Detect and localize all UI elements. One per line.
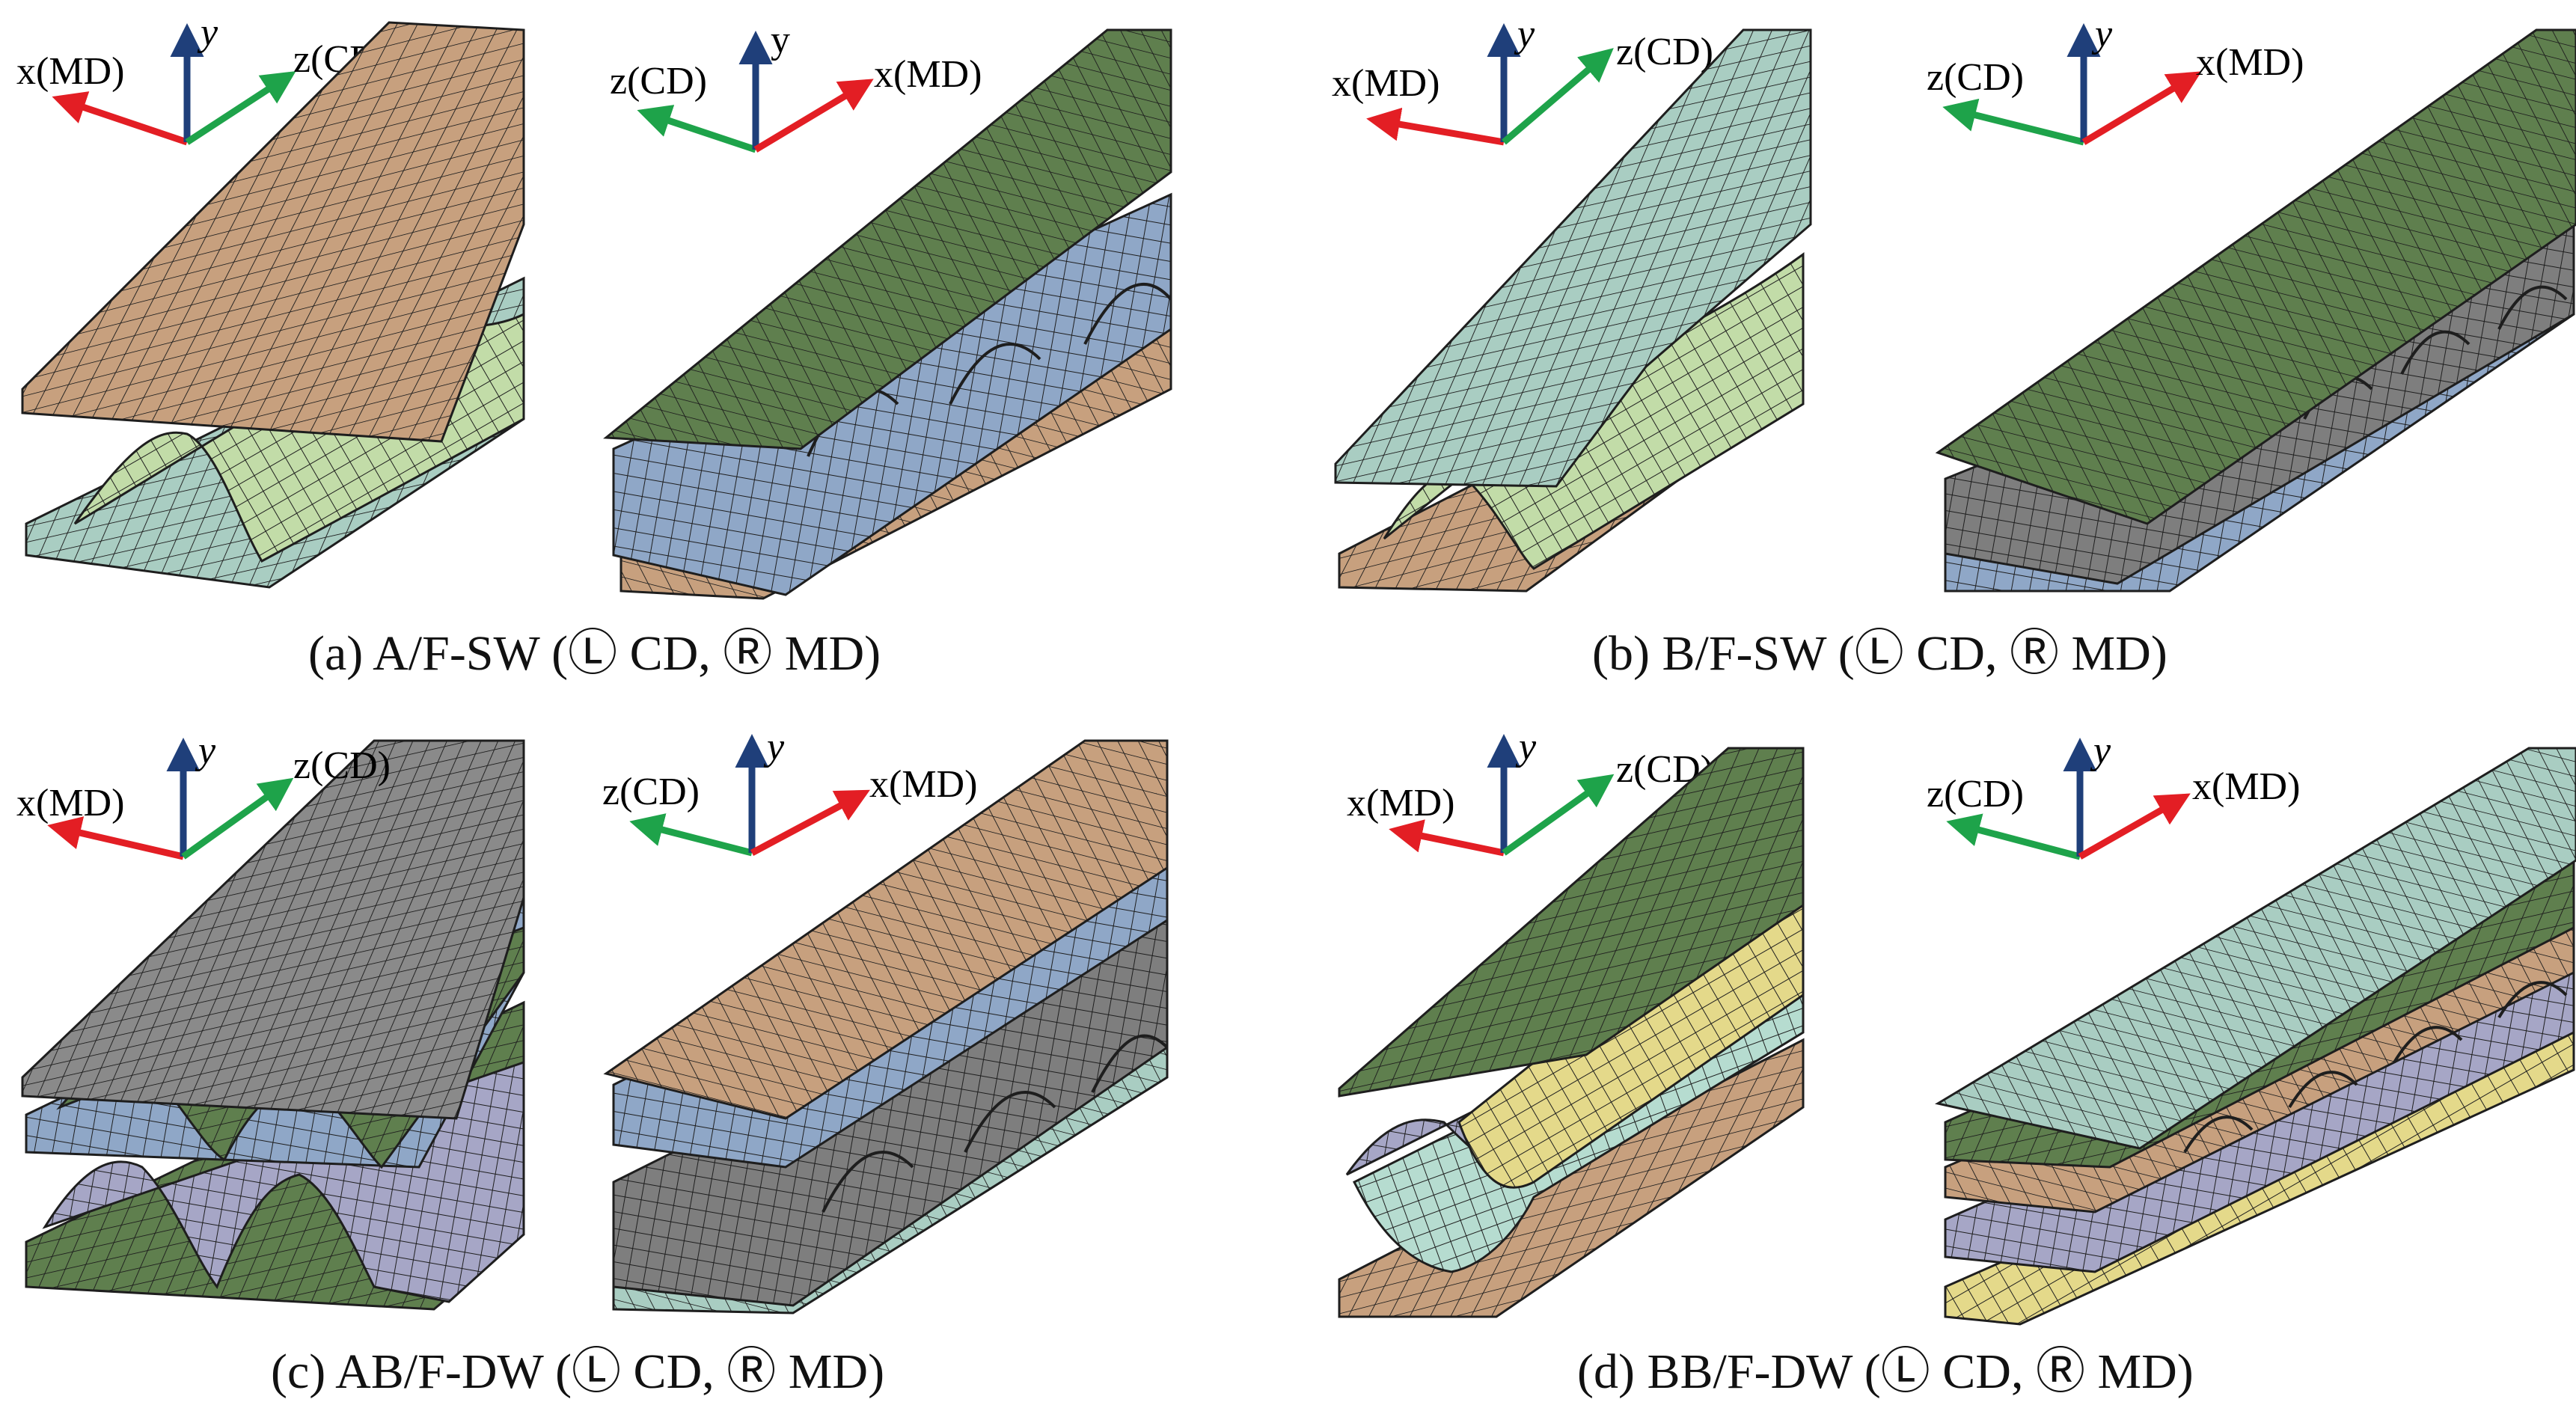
x-axis-label: x(MD) <box>1347 782 1454 824</box>
fe-model-a-cd <box>21 21 525 589</box>
y-axis-label: y <box>195 729 216 772</box>
axis-triad-d-left: x(MD) y z(CD) <box>1347 726 1713 857</box>
x-axis-arrow <box>52 91 189 146</box>
caption-d: (d) BB/F-DW (Ⓛ CD, Ⓡ MD) <box>1577 1344 2194 1399</box>
x-axis-label: x(MD) <box>874 53 982 96</box>
y-axis-label: y <box>771 19 790 61</box>
x-axis-label: x(MD) <box>2192 765 2300 808</box>
x-axis-label: x(MD) <box>2196 41 2304 84</box>
y-axis-label: y <box>2090 729 2111 772</box>
z-axis-label: z(CD) <box>610 60 707 102</box>
caption-a: (a) A/F-SW (Ⓛ CD, Ⓡ MD) <box>308 626 881 681</box>
fe-model-c-md <box>603 739 1169 1314</box>
axis-triad-c-right: z(CD) y x(MD) <box>602 726 977 857</box>
fe-model-d-md <box>1935 747 2576 1326</box>
axis-triad-c-left: x(MD) y z(CD) <box>16 729 391 860</box>
z-axis-arrow <box>1946 813 2081 860</box>
x-axis-arrow <box>2081 71 2202 145</box>
x-axis-label: x(MD) <box>869 763 977 806</box>
y-axis-label: y <box>197 11 218 54</box>
z-axis-label: z(CD) <box>1616 31 1713 73</box>
y-axis-label: y <box>763 726 785 768</box>
z-axis-arrow <box>185 71 296 145</box>
axis-triad-a-right: z(CD) y x(MD) <box>610 19 982 153</box>
x-axis-arrow <box>47 816 185 860</box>
axis-triad-b-left: x(MD) y z(CD) <box>1332 13 1713 146</box>
x-axis-label: x(MD) <box>1332 62 1440 105</box>
z-axis-arrow <box>1502 774 1615 856</box>
z-axis-label: z(CD) <box>1927 773 2024 815</box>
z-axis-label: z(CD) <box>1927 56 2024 99</box>
panel-d: x(MD) y z(CD) z(CD) y x(MD) (d) B <box>1338 726 2576 1399</box>
y-axis-label: y <box>1514 13 1535 55</box>
z-axis-arrow <box>637 105 757 153</box>
y-axis-label: y <box>1515 726 1537 768</box>
x-axis-label: x(MD) <box>16 782 124 824</box>
z-axis-arrow <box>181 777 294 860</box>
caption-b: (b) B/F-SW (Ⓛ CD, Ⓡ MD) <box>1592 626 2167 681</box>
fe-model-a-md <box>603 28 1172 600</box>
panel-c: x(MD) y z(CD) z(CD) y x(MD) (c) AB/F-DW … <box>16 726 1169 1399</box>
x-axis-label: x(MD) <box>16 50 124 93</box>
x-axis-arrow <box>753 79 874 153</box>
panel-a: x(MD) y z(CD) z(CD) y x(MD) (a) A/F-SW (… <box>16 11 1172 681</box>
axis-triad-d-right: z(CD) y x(MD) <box>1927 729 2300 860</box>
z-axis-arrow <box>1502 48 1614 145</box>
panel-b: x(MD) y z(CD) z(CD) y x(MD) (b) B/F-SW (… <box>1332 13 2576 681</box>
x-axis-arrow <box>1366 107 1505 146</box>
z-axis-label: z(CD) <box>293 744 391 787</box>
fe-model-c-cd <box>21 739 525 1311</box>
z-axis-arrow <box>629 813 753 857</box>
x-axis-arrow <box>1389 819 1505 857</box>
fe-model-d-cd <box>1338 747 1805 1318</box>
y-axis-label: y <box>2091 13 2113 55</box>
axis-triad-b-right: z(CD) y x(MD) <box>1927 13 2304 146</box>
z-axis-label: z(CD) <box>602 771 700 813</box>
fe-model-b-cd <box>1334 28 1812 593</box>
z-axis-arrow <box>1942 98 2085 146</box>
x-axis-arrow <box>2078 793 2191 860</box>
x-axis-arrow <box>750 789 870 856</box>
caption-c: (c) AB/F-DW (Ⓛ CD, Ⓡ MD) <box>271 1344 884 1399</box>
fe-model-b-md <box>1935 28 2576 593</box>
